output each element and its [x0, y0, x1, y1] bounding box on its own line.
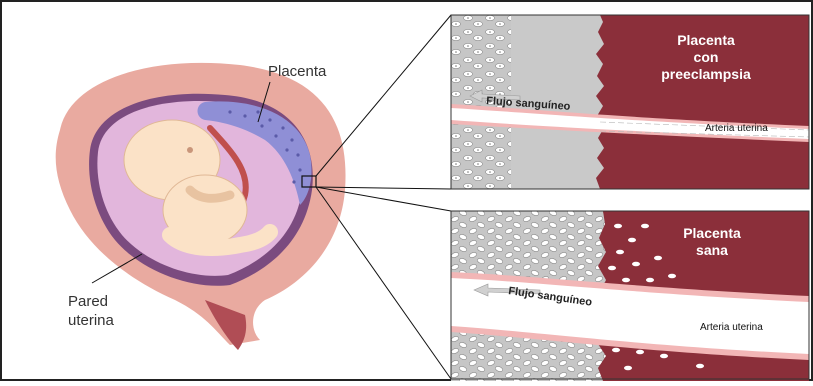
pared-label-line2: uterina: [68, 312, 115, 329]
zoom-line-top: [316, 15, 451, 176]
healthy-artery-label: Arteria uterina: [700, 322, 763, 333]
pared-label-line1: Pared: [68, 293, 108, 310]
pre-title-line3: preeclampsia: [661, 66, 751, 82]
healthy-title-line1: Placenta: [683, 225, 741, 241]
pre-artery-label: Arteria uterina: [705, 123, 768, 134]
pre-title-line1: Placenta: [677, 32, 735, 48]
placenta-label: Placenta: [268, 63, 327, 80]
zoom-line-bottom: [316, 187, 451, 379]
healthy-title-line2: sana: [696, 242, 728, 258]
pre-title-line2: con: [694, 49, 719, 65]
panel-healthy: [451, 211, 809, 381]
